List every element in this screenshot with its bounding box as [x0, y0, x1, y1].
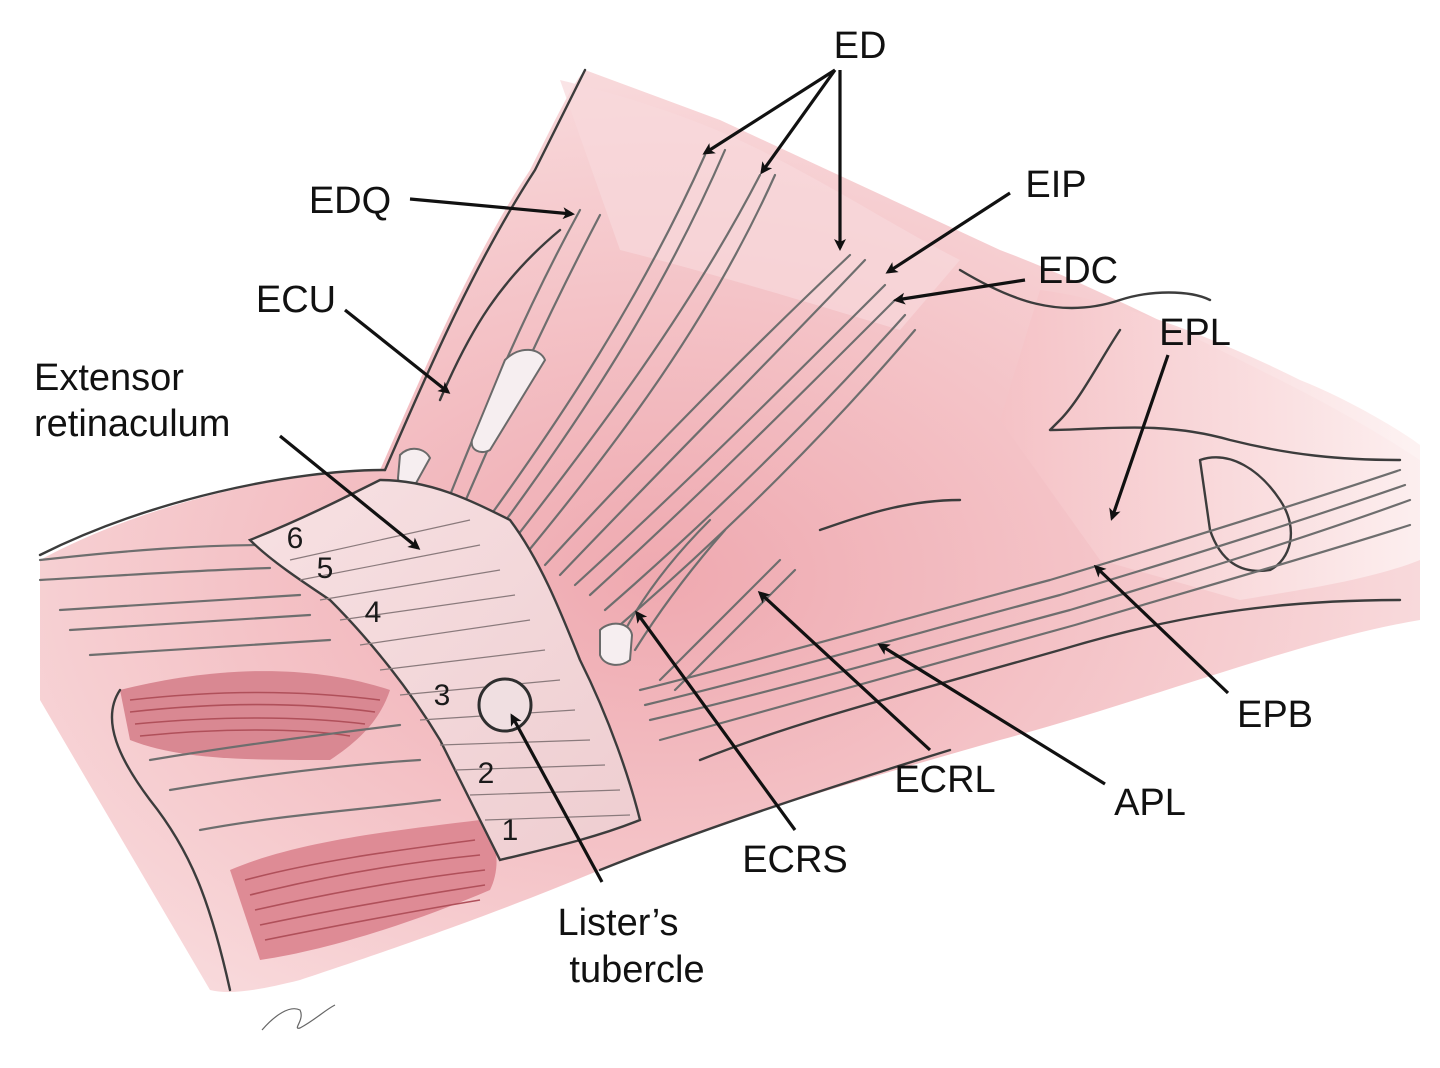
label-ecrl: ECRL — [894, 759, 995, 801]
arrow-extensor-retinaculum — [278, 434, 421, 550]
radial-tendons — [599, 468, 1412, 742]
label-edq: EDQ — [309, 180, 391, 222]
compartment-6: 6 — [287, 522, 304, 555]
label-extensor-line1: Extensor — [34, 357, 184, 399]
arrow-ecu — [344, 308, 451, 394]
compartment-5: 5 — [317, 552, 334, 585]
arrow-ecrl — [757, 590, 932, 752]
arrow-eip — [885, 191, 1011, 274]
arrow-listers-tubercle — [510, 713, 604, 883]
extensor-retinaculum — [247, 478, 642, 862]
label-epb: EPB — [1237, 694, 1313, 736]
label-ecu: ECU — [256, 279, 336, 321]
label-listers-line2: tubercle — [569, 949, 704, 991]
arrow-edq — [409, 197, 575, 220]
compartment-1: 1 — [502, 814, 519, 847]
label-ed: ED — [834, 25, 887, 67]
compartment-3: 3 — [434, 679, 451, 712]
compartment-4: 4 — [365, 596, 382, 629]
arrow-ecrs — [635, 610, 797, 831]
arrow-epl — [1109, 354, 1170, 521]
proximal-tendons — [38, 543, 442, 832]
compartment-numbers: 6 5 4 3 2 1 — [287, 522, 519, 847]
label-apl: APL — [1114, 782, 1186, 824]
arrow-epb — [1093, 564, 1230, 695]
limb-outline — [38, 68, 1402, 992]
label-extensor-line2: retinaculum — [34, 403, 230, 445]
label-edc: EDC — [1038, 250, 1118, 292]
label-eip: EIP — [1025, 164, 1086, 206]
compartment-2: 2 — [478, 757, 495, 790]
label-listers-line1: Lister’s — [557, 902, 678, 944]
labels: ED EDQ EIP EDC ECU EPL Extensor retinacu… — [34, 25, 1313, 991]
label-ecrs: ECRS — [742, 839, 848, 881]
arrow-ed-2 — [760, 69, 837, 175]
arrow-edc — [893, 278, 1026, 305]
artist-signature — [261, 1004, 336, 1031]
arrow-apl — [877, 643, 1106, 786]
leader-arrows — [278, 68, 1230, 883]
arrow-ed-1 — [702, 68, 836, 155]
listers-tubercle-circle — [477, 677, 533, 733]
finger-extensor-tendons — [396, 148, 917, 627]
forearm-muscles — [120, 671, 497, 960]
label-epl: EPL — [1159, 312, 1231, 354]
